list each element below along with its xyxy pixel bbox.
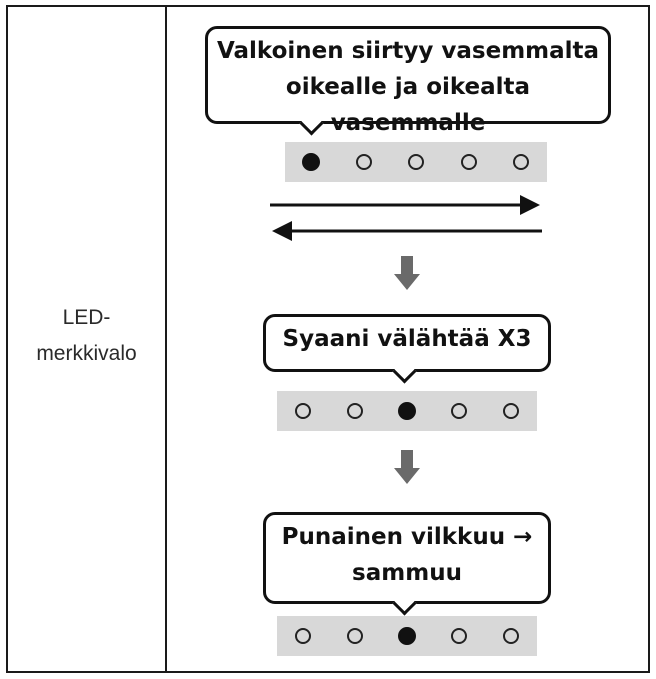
table-frame <box>6 5 650 673</box>
led-off <box>408 154 424 170</box>
led-on <box>398 402 416 420</box>
led-off <box>451 403 467 419</box>
led-off <box>355 154 372 170</box>
left-right-arrows-icon <box>270 195 542 241</box>
led-strip-step-3 <box>277 616 537 656</box>
led-off <box>451 628 467 644</box>
led-off <box>347 403 363 419</box>
led-off <box>347 628 363 644</box>
callout-step-3-line-2: sammuu <box>352 560 462 586</box>
led-off <box>513 154 529 170</box>
column-divider <box>165 5 167 673</box>
row-label: LED- merkkivalo <box>8 300 165 372</box>
callout-step-1: Valkoinen siirtyy vasemmalta oikealle ja… <box>205 26 611 136</box>
callout-step-1-line-2: oikealle ja oikealta vasemmalle <box>285 74 531 136</box>
led-strip-step-2 <box>277 391 537 431</box>
row-label-line-2: merkkivalo <box>36 342 137 365</box>
down-arrow-icon <box>394 256 420 290</box>
led-off <box>503 628 519 644</box>
callout-step-3-line-1: Punainen vilkkuu → <box>281 524 533 550</box>
callout-step-2-line-1: Syaani välähtää X3 <box>282 326 532 352</box>
led-off <box>503 403 519 419</box>
led-off <box>460 154 477 170</box>
down-arrow-icon <box>394 450 420 484</box>
callout-step-1-line-1: Valkoinen siirtyy vasemmalta <box>216 38 600 64</box>
led-strip-step-1 <box>285 142 547 182</box>
led-off <box>295 628 311 644</box>
led-on <box>398 627 416 645</box>
led-off <box>295 403 311 419</box>
callout-step-3: Punainen vilkkuu → sammuu <box>263 512 551 604</box>
row-label-line-1: LED- <box>62 306 111 329</box>
led-on <box>302 153 320 171</box>
